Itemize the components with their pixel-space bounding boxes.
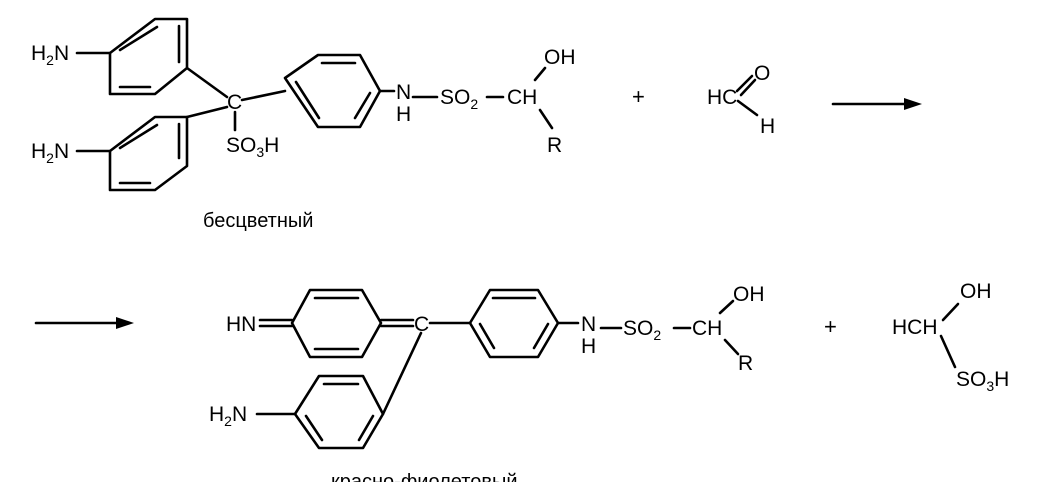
plus-sign-1: + <box>632 84 645 109</box>
r-group: R <box>547 134 562 157</box>
product-lower-aryl-ring <box>293 374 385 450</box>
hch-carbon: HCH <box>892 316 938 339</box>
product-r-group: R <box>738 352 753 375</box>
hydroxyl-group: OH <box>544 46 576 69</box>
imine-group: HN <box>226 313 256 336</box>
plus-sign-2: + <box>824 314 837 339</box>
adduct-hydroxyl-group: OH <box>960 280 992 303</box>
colorless-caption: бесцветный <box>203 210 313 232</box>
product-hydroxyl-group: OH <box>733 283 765 306</box>
right-aryl-ring <box>283 53 382 129</box>
upper-left-aryl-ring <box>108 17 189 96</box>
product-ch-carbon: CH <box>692 317 722 340</box>
hydroxymethanesulfonic-acid-structure: HCH OH SO3H <box>892 280 1009 394</box>
product-central-carbon: C <box>414 313 429 336</box>
product-right-aryl-ring <box>468 288 560 359</box>
amino-group-bottom: H2N <box>31 140 69 166</box>
red-violet-caption: красно-фиолетовый <box>331 471 518 482</box>
adduct-sulfo-group: SO3H <box>956 368 1009 394</box>
central-carbon-label: C <box>227 91 242 114</box>
amino-group-top: H2N <box>31 42 69 68</box>
product-sulfonyl-group: SO2 <box>623 317 661 343</box>
formaldehyde-hydrogen: H <box>760 115 775 138</box>
product-bonds <box>255 296 740 442</box>
amide-hydrogen: H <box>396 103 411 126</box>
reactant-bonds <box>75 24 554 185</box>
amide-nitrogen: N <box>396 81 411 104</box>
lower-left-aryl-ring <box>108 115 189 192</box>
sulfonyl-group: SO2 <box>440 86 478 112</box>
ch-carbon: CH <box>507 86 537 109</box>
reaction-arrow-top <box>831 98 922 110</box>
formaldehyde-oxygen: O <box>754 62 770 85</box>
quinoid-ring <box>290 288 383 359</box>
product-amide-nitrogen: N <box>581 313 596 336</box>
formaldehyde-structure: HC O H <box>707 62 775 138</box>
reaction-arrow-bottom <box>34 317 134 329</box>
product-amino-group: H2N <box>209 403 247 429</box>
sulfo-group: SO3H <box>226 134 279 160</box>
formaldehyde-hc: HC <box>707 86 737 109</box>
reactant-colorless-structure: H2N H2N C SO3H N H SO2 CH OH R бесцветны… <box>31 17 576 232</box>
product-red-violet-structure: HN C H2N N H SO2 CH OH R красно-фиолетов… <box>209 283 765 482</box>
product-amide-hydrogen: H <box>581 335 596 358</box>
